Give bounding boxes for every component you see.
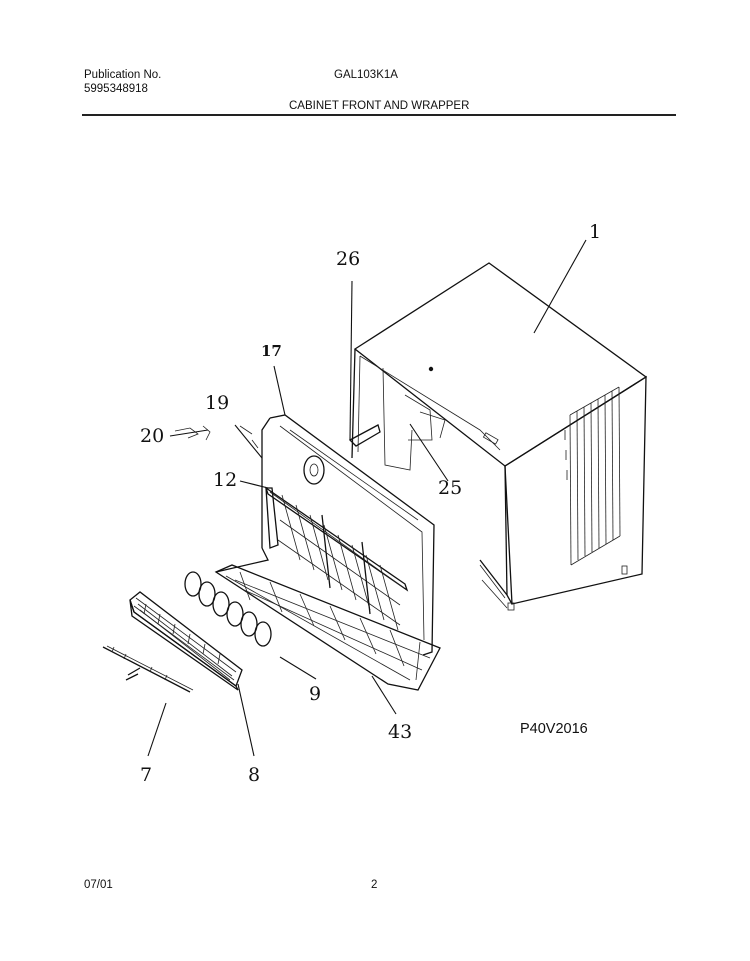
cabinet-front-panel <box>214 414 441 691</box>
callout-7: 7 <box>140 764 152 786</box>
section-title: CABINET FRONT AND WRAPPER <box>289 100 470 112</box>
callout-25: 25 <box>438 477 462 499</box>
callout-17: 17 <box>261 342 282 360</box>
callout-19: 19 <box>205 392 229 414</box>
publication-label: Publication No. <box>84 69 162 81</box>
control-knob-set <box>184 571 272 647</box>
leader-lines <box>147 239 587 757</box>
callout-43: 43 <box>388 721 412 743</box>
callout-9: 9 <box>309 683 321 705</box>
callout-8: 8 <box>248 764 260 786</box>
publication-number: 5995348918 <box>84 83 148 95</box>
louver-grille <box>129 591 243 691</box>
screw-hardware <box>174 425 259 449</box>
footer-date: 07/01 <box>84 879 113 891</box>
callout-12: 12 <box>213 469 237 491</box>
header-rule <box>82 114 676 116</box>
model-number: GAL103K1A <box>334 69 398 81</box>
callout-20: 20 <box>140 425 164 447</box>
callout-26: 26 <box>336 248 360 270</box>
callout-1: 1 <box>589 221 601 243</box>
louver-rod <box>102 645 194 693</box>
page-number: 2 <box>371 879 378 891</box>
figure-code: P40V2016 <box>520 721 588 737</box>
cabinet-wrapper <box>348 262 648 611</box>
